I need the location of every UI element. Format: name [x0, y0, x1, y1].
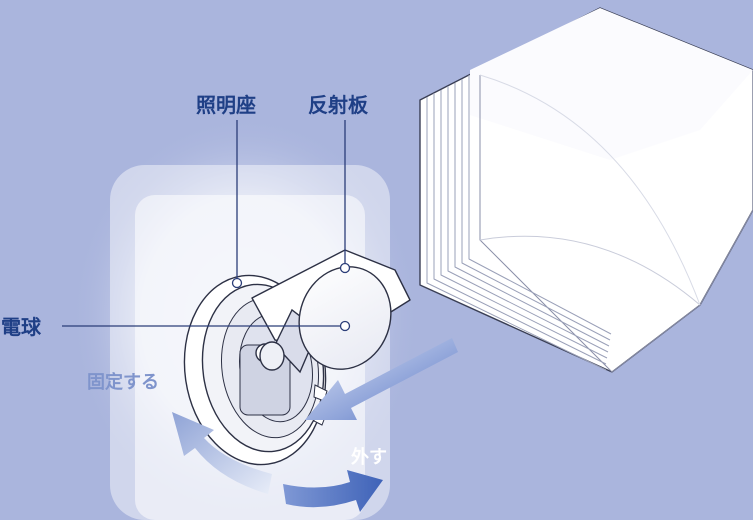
reflector-label: 反射板 [308, 93, 368, 117]
insert-arrow [305, 338, 458, 420]
bulb-label: 電球 [1, 315, 41, 339]
lamp-base-label: 照明座 [196, 93, 256, 117]
remove-rotation-arrow [283, 470, 383, 512]
leader-lines [62, 120, 351, 332]
fix-rotation-arrow [172, 412, 272, 494]
reflector-housing [419, 7, 753, 373]
remove-label: 外す [351, 447, 387, 468]
fix-label: 固定する [87, 372, 159, 393]
